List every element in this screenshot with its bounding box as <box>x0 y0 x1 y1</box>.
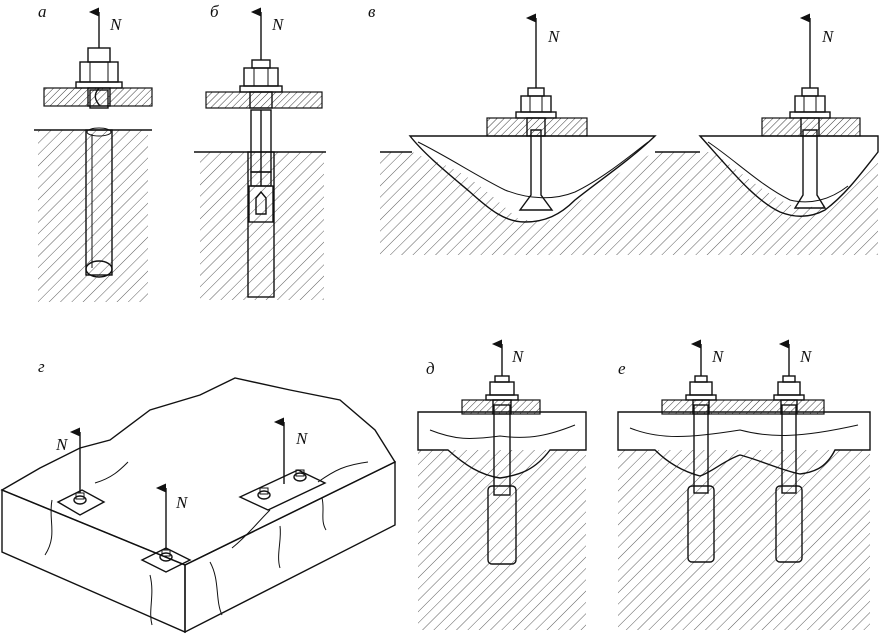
nut-e-left <box>689 381 713 396</box>
nut-v-right <box>794 95 826 113</box>
ground-a <box>38 130 148 302</box>
anchor-sleeve-e-right <box>775 485 803 563</box>
base-plate-v-right <box>761 117 861 137</box>
concrete-slab-top <box>0 377 397 566</box>
panel-d: д N <box>417 339 587 630</box>
panel-g-label: г <box>38 357 45 376</box>
base-plate-v-left <box>486 117 588 137</box>
concrete-cone-d <box>417 411 587 479</box>
force-label-g-1: N <box>55 435 69 454</box>
force-label-a: N <box>109 15 123 34</box>
force-label-d: N <box>511 347 525 366</box>
base-plate-d <box>461 399 541 415</box>
base-plate-e <box>661 399 825 415</box>
nut-a <box>79 61 119 83</box>
panel-g: г N N N <box>0 357 397 634</box>
anchor-plate-2 <box>140 547 192 573</box>
ground-d <box>418 450 586 630</box>
panel-v-label: в <box>368 2 376 21</box>
force-label-e-left: N <box>711 347 725 366</box>
nut-b <box>243 67 279 87</box>
base-plate-b <box>205 91 323 109</box>
force-label-v-left: N <box>547 27 561 46</box>
panel-b-label: б <box>210 2 219 21</box>
ground-b <box>200 152 324 300</box>
anchor-plate-1 <box>56 489 106 516</box>
nut-d <box>489 381 515 396</box>
slab-front-face <box>1 488 186 634</box>
panel-b: б N <box>194 2 326 300</box>
concrete-cone-left <box>408 135 657 223</box>
anchor-plate-3 <box>238 469 327 511</box>
panel-d-label: д <box>426 359 435 378</box>
anchor-sleeve-e-left <box>687 485 715 563</box>
ground-e <box>618 450 870 630</box>
anchor-sleeve-d <box>487 485 517 565</box>
panel-v: в N N <box>368 2 879 255</box>
nut-e-right <box>777 381 801 396</box>
concrete-cone-right <box>698 135 879 217</box>
force-label-g-3: N <box>295 429 309 448</box>
force-label-g-2: N <box>175 493 189 512</box>
panel-e-label: е <box>618 359 626 378</box>
panel-e: е N N <box>617 339 871 630</box>
panel-a: а N <box>34 2 153 302</box>
force-label-e-right: N <box>799 347 813 366</box>
force-label-v-right: N <box>821 27 835 46</box>
slab-side-face <box>184 460 396 634</box>
panel-a-label: а <box>38 2 47 21</box>
nut-v-left <box>520 95 552 113</box>
ground-v <box>380 152 878 255</box>
force-label-b: N <box>271 15 285 34</box>
concrete-cone-e <box>617 411 871 477</box>
drill-hole-a <box>85 129 113 276</box>
